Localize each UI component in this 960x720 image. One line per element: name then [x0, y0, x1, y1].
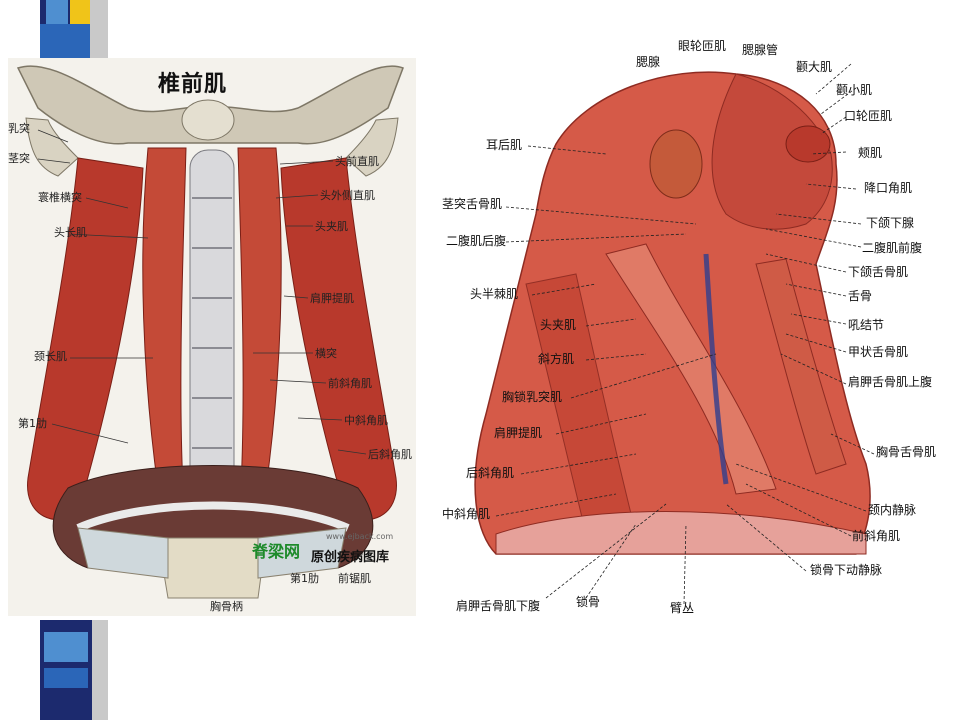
watermark-site: 脊梁网 — [252, 542, 301, 561]
label-styloid: 茎突 — [8, 152, 30, 165]
label-scalenus-anterior: 前斜角肌 — [852, 529, 901, 543]
label-mastoid: 乳突 — [8, 122, 30, 135]
neck-lateral-muscles-figure: 腮腺 眼轮匝肌 腮腺管 颧大肌 颧小肌 口轮匝肌 颊肌 降口角肌 下颌下腺 二腹… — [436, 34, 960, 624]
prevertebral-muscles-figure: 椎前肌 乳突 茎突 寰椎横突 头长肌 颈长肌 第1肋 头前直肌 头外侧直肌 头夹… — [8, 58, 416, 616]
label-semispinalis-capitis: 头半棘肌 — [470, 287, 519, 301]
label-splenius-capitis: 头夹肌 — [315, 220, 348, 233]
label-posterior-auricular: 耳后肌 — [486, 138, 523, 152]
label-thyrohyoid: 甲状舌骨肌 — [848, 345, 909, 359]
label-sternohyoid: 胸骨舌骨肌 — [876, 445, 937, 459]
label-zygomaticus-major: 颧大肌 — [796, 60, 833, 74]
label-rectus-capitis-anterior: 头前直肌 — [335, 155, 379, 168]
label-parotid-duct: 腮腺管 — [742, 43, 779, 57]
label-digastric-posterior: 二腹肌后腹 — [446, 234, 507, 248]
label-orbicularis-oculi: 眼轮匝肌 — [678, 39, 727, 53]
label-brachial-plexus: 臂丛 — [670, 601, 695, 615]
label-splenius-capitis: 头夹肌 — [540, 318, 577, 332]
label-rectus-capitis-lateralis: 头外侧直肌 — [320, 189, 375, 202]
label-parotid-gland: 腮腺 — [636, 55, 661, 69]
neck-lateral-illustration — [474, 63, 875, 605]
label-laryngeal-prominence: 吼结节 — [848, 318, 885, 332]
label-sternocleidomastoid: 胸锁乳突肌 — [502, 390, 563, 404]
label-clavicle: 锁骨 — [576, 595, 601, 609]
figure-title: 椎前肌 — [158, 71, 228, 97]
label-subclavian-vessels: 锁骨下动静脉 — [810, 563, 883, 577]
label-trapezius: 斜方肌 — [538, 352, 575, 366]
label-scalenus-medius: 中斜角肌 — [442, 507, 491, 521]
slide-decoration-strip — [40, 0, 108, 720]
label-zygomaticus-minor: 颧小肌 — [836, 83, 873, 97]
label-scalenus-anterior: 前斜角肌 — [328, 377, 372, 390]
label-internal-jugular: 颈内静脉 — [868, 503, 917, 517]
label-submandibular-gland: 下颌下腺 — [866, 216, 915, 230]
watermark-url: www.ejback.com — [326, 532, 394, 541]
prevertebral-muscles-illustration — [16, 65, 404, 599]
label-buccinator: 颊肌 — [858, 146, 883, 160]
label-atlas-transverse: 寰椎横突 — [38, 191, 82, 204]
label-longus-colli: 颈长肌 — [34, 350, 67, 363]
label-serratus-anterior: 前锯肌 — [338, 572, 371, 585]
label-scalenus-posterior: 后斜角肌 — [466, 466, 515, 480]
label-levator-scapulae: 肩胛提肌 — [310, 292, 354, 305]
label-depressor-anguli-oris: 降口角肌 — [864, 181, 913, 195]
label-digastric-anterior: 二腹肌前腹 — [862, 241, 923, 255]
label-first-rib-left: 第1肋 — [18, 417, 47, 430]
label-hyoid: 舌骨 — [848, 289, 873, 303]
label-transverse-process: 横突 — [315, 347, 337, 360]
label-stylohyoid: 茎突舌骨肌 — [442, 197, 503, 211]
label-omohyoid-superior: 肩胛舌骨肌上腹 — [848, 375, 933, 389]
label-first-rib-bottom: 第1肋 — [290, 572, 319, 585]
label-manubrium: 胸骨柄 — [210, 600, 243, 613]
label-longus-capitis: 头长肌 — [54, 226, 87, 239]
label-orbicularis-oris: 口轮匝肌 — [844, 109, 893, 123]
label-omohyoid-inferior: 肩胛舌骨肌下腹 — [456, 599, 541, 613]
watermark-caption: 原创疾病图库 — [311, 550, 390, 565]
label-levator-scapulae: 肩胛提肌 — [494, 426, 543, 440]
label-mylohyoid: 下颌舌骨肌 — [848, 265, 909, 279]
label-scalenus-medius: 中斜角肌 — [344, 414, 388, 427]
label-scalenus-posterior: 后斜角肌 — [368, 448, 412, 461]
